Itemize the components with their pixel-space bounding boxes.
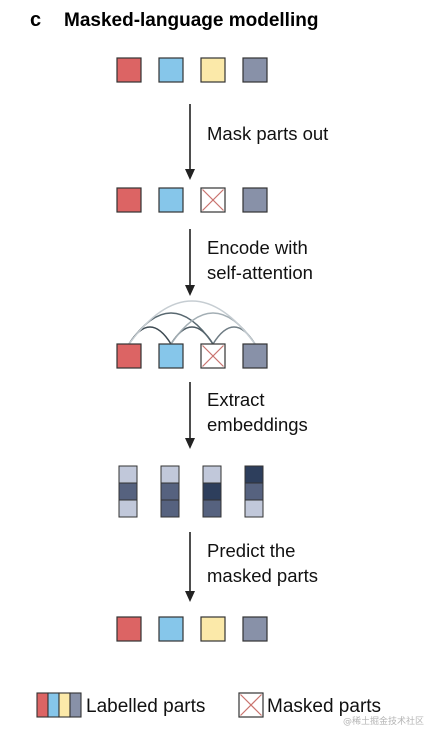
- embedding-cell: [244, 482, 264, 501]
- step-1-label: Mask parts out: [207, 123, 328, 144]
- embedding-cell: [118, 499, 138, 518]
- masked-token-2: [158, 187, 184, 213]
- legend-masked-label: Masked parts: [267, 696, 381, 717]
- legend-labelled-swatch: [36, 692, 82, 718]
- embedding-column-2: [160, 465, 180, 518]
- embedding-columns: [118, 465, 264, 518]
- step-2-label-line1: Encode with: [207, 237, 308, 258]
- embedding-cell: [244, 465, 264, 484]
- panel-title: Masked-language modelling: [64, 10, 318, 31]
- step-4-label-line2: masked parts: [207, 565, 318, 586]
- step-arrows: [185, 104, 195, 602]
- legend-mask-icon: [238, 692, 264, 718]
- output-token-3: [200, 616, 226, 642]
- embedding-cell: [244, 499, 264, 518]
- output-token-4: [242, 616, 268, 642]
- legend-masked-swatch: [238, 692, 264, 718]
- step-3-label-line2: embeddings: [207, 414, 308, 435]
- output-token-1: [116, 616, 142, 642]
- legend-labelled-label: Labelled parts: [86, 696, 205, 717]
- step-3-label-line1: Extract: [207, 389, 265, 410]
- input-token-row: [116, 57, 268, 83]
- step-4-label-line1: Predict the: [207, 540, 295, 561]
- embedding-column-1: [118, 465, 138, 518]
- attention-token-4: [242, 343, 268, 369]
- embedding-cell: [160, 499, 180, 518]
- embedding-cell: [202, 482, 222, 501]
- embedding-column-3: [202, 465, 222, 518]
- step-1-arrow: [185, 104, 195, 180]
- embedding-cell: [118, 482, 138, 501]
- embedding-cell: [160, 465, 180, 484]
- masked-token-4: [242, 187, 268, 213]
- embedding-cell: [202, 499, 222, 518]
- embedding-cell: [160, 482, 180, 501]
- attention-arc-6: [128, 300, 256, 345]
- step-4-arrow: [185, 532, 195, 602]
- input-token-1: [116, 57, 142, 83]
- step-2-label-line2: self-attention: [207, 262, 313, 283]
- masked-token-1: [116, 187, 142, 213]
- input-token-3: [200, 57, 226, 83]
- input-token-4: [242, 57, 268, 83]
- output-token-2: [158, 616, 184, 642]
- attention-token-1: [116, 343, 142, 369]
- predicted-token-row: [116, 616, 268, 642]
- step-3-arrow: [185, 382, 195, 449]
- input-token-2: [158, 57, 184, 83]
- self-attention-arcs: [128, 300, 256, 345]
- embedding-column-4: [244, 465, 264, 518]
- step-2-arrow: [185, 229, 195, 296]
- attention-token-row: [116, 343, 268, 369]
- embedding-cell: [202, 465, 222, 484]
- attention-token-3-masked: [200, 343, 226, 369]
- panel-letter: c: [30, 9, 41, 31]
- masked-token-row: [116, 187, 268, 213]
- attention-token-2: [158, 343, 184, 369]
- embedding-cell: [118, 465, 138, 484]
- watermark: @稀土掘金技术社区: [343, 715, 424, 727]
- masked-token-3-masked: [200, 187, 226, 213]
